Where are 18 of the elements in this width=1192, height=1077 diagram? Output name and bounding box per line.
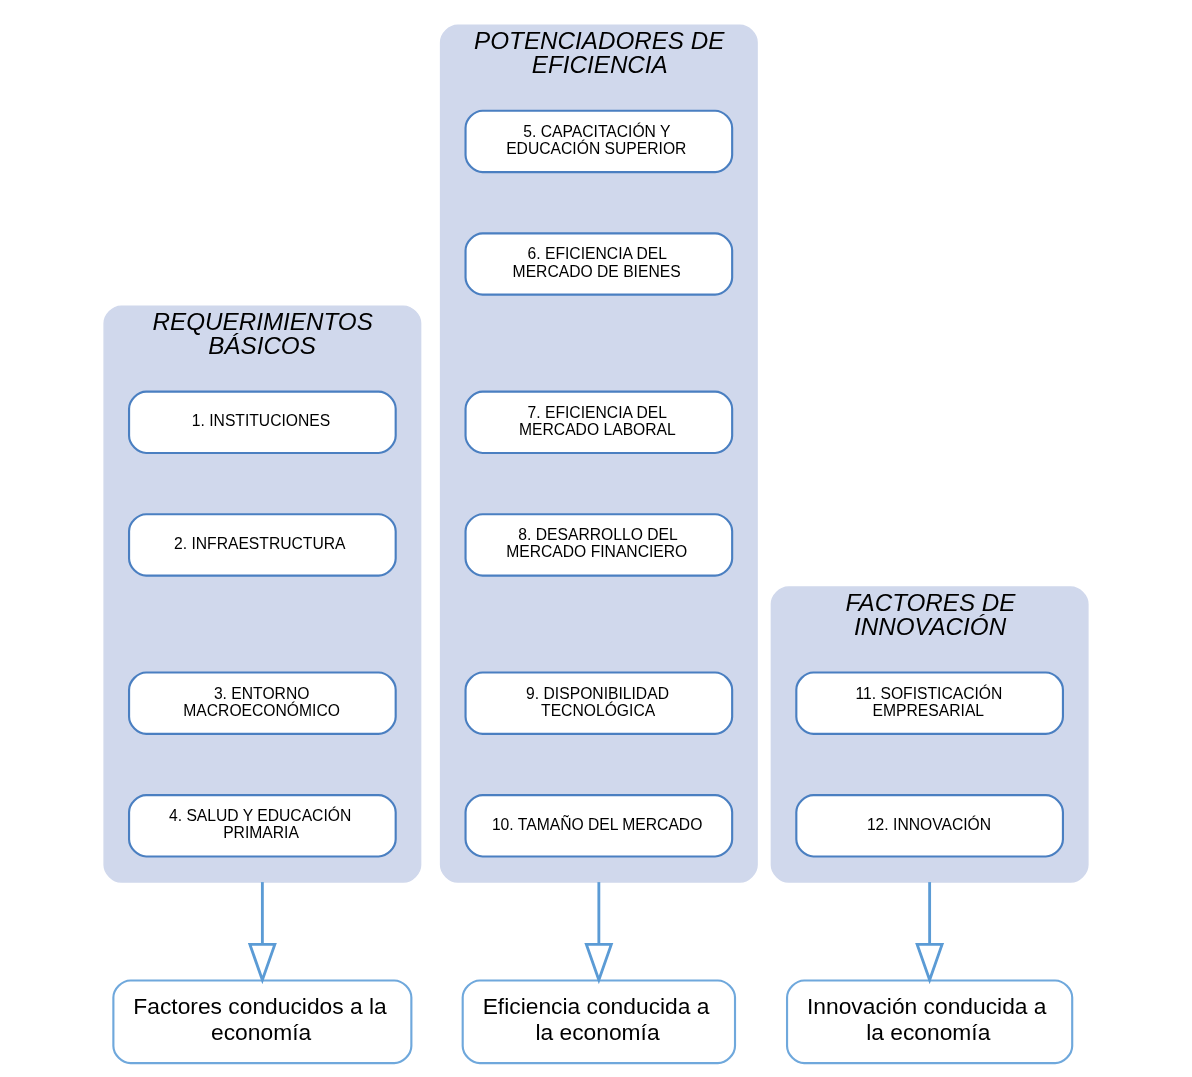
node-box: 1. INSTITUCIONES bbox=[128, 390, 397, 454]
node-box: 10. TAMAÑO DEL MERCADO bbox=[464, 794, 734, 858]
node-box: 5. CAPACITACIÓN Y EDUCACIÓN SUPERIOR bbox=[464, 109, 734, 174]
node-box: 11. SOFISTICACIÓN EMPRESARIAL bbox=[795, 671, 1064, 735]
node-box: Eficiencia conducida a la economía bbox=[461, 979, 737, 1065]
node-box: 2. INFRAESTRUCTURA bbox=[128, 513, 397, 577]
node-box: Innovación conducida a la economía bbox=[785, 979, 1074, 1065]
arrow bbox=[247, 882, 277, 985]
node-box: 4. SALUD Y EDUCACIÓN PRIMARIA bbox=[128, 794, 397, 858]
node-box: 6. EFICIENCIA DEL MERCADO DE BIENES bbox=[464, 232, 734, 296]
node-box: 8. DESARROLLO DEL MERCADO FINANCIERO bbox=[464, 513, 734, 577]
node-box: 3. ENTORNO MACROECONÓMICO bbox=[128, 671, 397, 735]
node-box: 7. EFICIENCIA DEL MERCADO LABORAL bbox=[464, 390, 734, 454]
arrow bbox=[584, 882, 614, 985]
node-box: 12. INNOVACIÓN bbox=[795, 794, 1064, 858]
node-box: Factores conducidos a la economía bbox=[112, 979, 413, 1065]
arrow bbox=[915, 882, 945, 985]
node-box: 9. DISPONIBILIDAD TECNOLÓGICA bbox=[464, 671, 734, 735]
